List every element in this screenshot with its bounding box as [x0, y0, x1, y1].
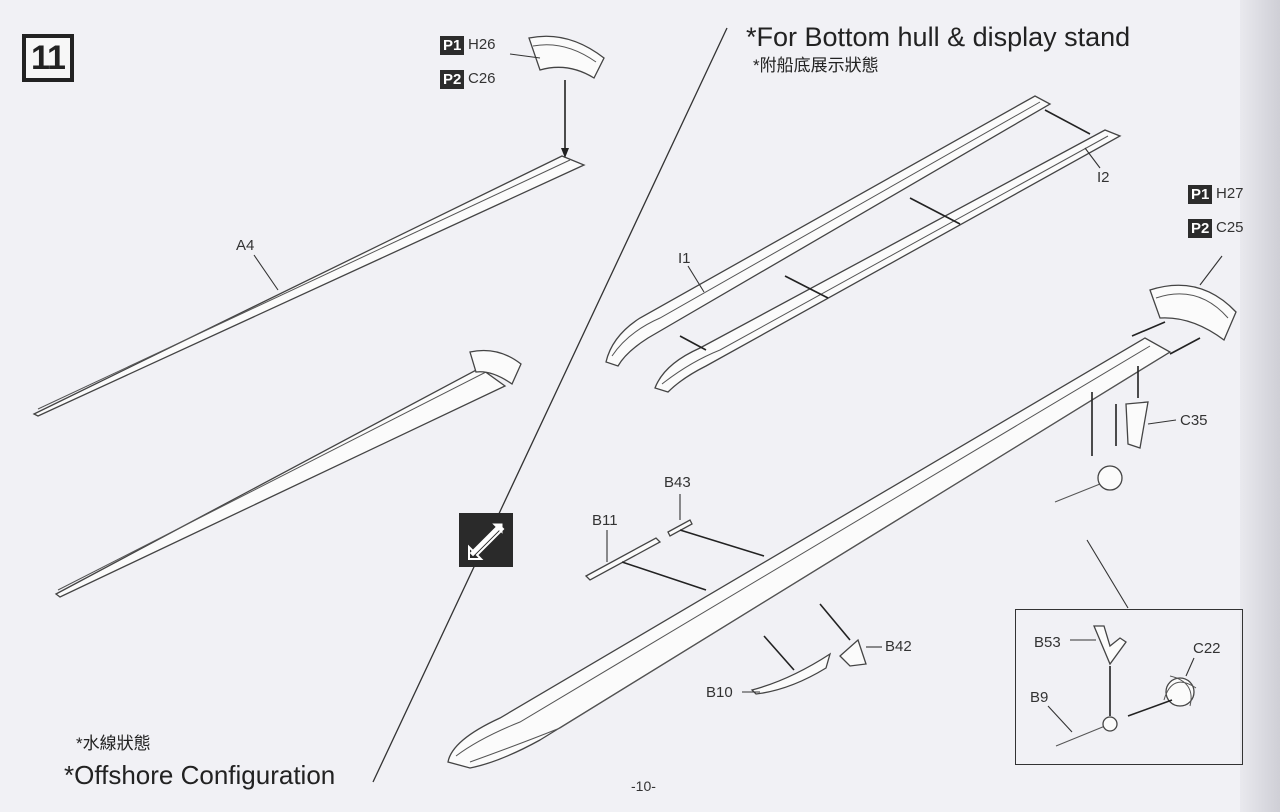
propeller-detail-box — [1015, 609, 1243, 765]
part-b43 — [667, 519, 693, 537]
label-i2: I2 — [1097, 169, 1110, 186]
label-b11: B11 — [592, 512, 618, 529]
label-b53: B53 — [1034, 634, 1061, 651]
config-label-en: *Offshore Configuration — [64, 760, 336, 790]
label-c35: C35 — [1180, 412, 1208, 429]
part-b53 — [1093, 625, 1127, 666]
part-b10 — [750, 652, 832, 695]
part-h26-c26 — [528, 35, 605, 79]
label-b10: B10 — [706, 684, 733, 701]
label-i1: I1 — [678, 250, 691, 267]
part-code-h26: H26 — [468, 36, 496, 53]
divider-line — [372, 27, 728, 783]
stern-piece-left — [469, 349, 522, 385]
swap-arrows-icon — [459, 513, 513, 567]
page-edge-shadow — [1240, 0, 1280, 812]
label-c22: C22 — [1193, 640, 1221, 657]
page-number: -10- — [631, 778, 656, 794]
p1-badge-right: P1 — [1188, 185, 1213, 204]
p1-badge: P1 — [440, 36, 465, 55]
title-bottom-hull: *For Bottom hull & display stand — [746, 22, 1131, 52]
part-c35 — [1125, 401, 1149, 449]
label-b43: B43 — [664, 474, 691, 491]
p2-badge: P2 — [440, 70, 465, 89]
hull-a4 — [32, 155, 586, 417]
part-b42 — [839, 638, 867, 667]
part-b11 — [584, 537, 662, 581]
part-code-c25: C25 — [1216, 219, 1244, 236]
title-bottom-hull-zh: *附船底展示狀態 — [753, 56, 879, 75]
part-h27-c25 — [1149, 284, 1237, 342]
label-a4: A4 — [236, 237, 255, 254]
part-code-h27: H27 — [1216, 185, 1244, 202]
label-b9: B9 — [1030, 689, 1049, 706]
hull-lower-left — [54, 367, 507, 598]
hull-full — [447, 337, 1172, 769]
part-code-c26: C26 — [468, 70, 496, 87]
label-b42: B42 — [885, 638, 912, 655]
step-number: 11 — [22, 34, 74, 82]
p2-badge-right: P2 — [1188, 219, 1213, 238]
hull-i1 — [605, 95, 1052, 367]
hull-i2 — [654, 129, 1122, 393]
config-label-zh: *水線狀態 — [76, 734, 151, 753]
